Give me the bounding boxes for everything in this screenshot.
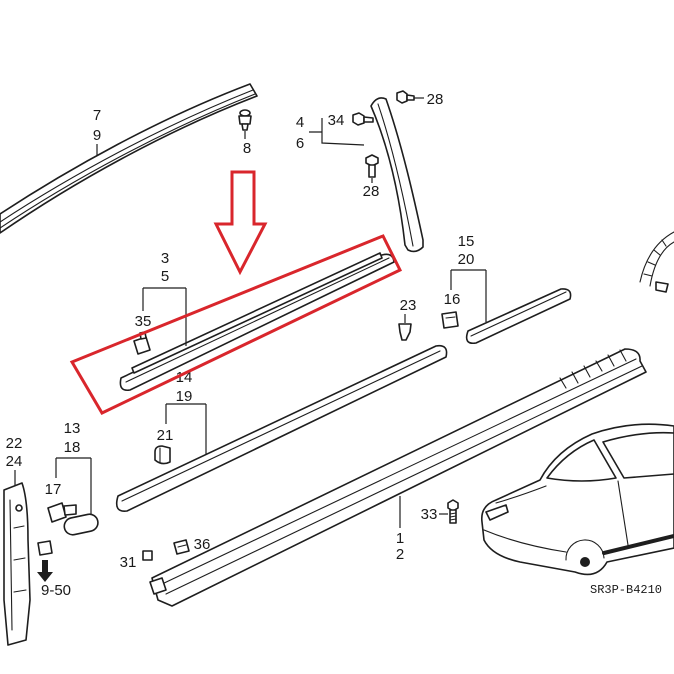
vehicle-locator — [480, 423, 674, 576]
callout-clip-36: 36 — [194, 536, 211, 553]
callout-clip-17: 17 — [45, 481, 62, 498]
arrow-down-outline-icon — [213, 170, 268, 276]
callout-fender-molding-b: 18 — [64, 439, 81, 456]
door-molding — [115, 344, 448, 513]
door-molding-leader — [165, 403, 207, 455]
callout-belt-molding-a: 3 — [161, 250, 169, 267]
rear-side-molding-leader — [450, 269, 487, 322]
callout-bolt-34: 34 — [328, 112, 345, 129]
callout-rear-side-molding-a: 15 — [458, 233, 475, 250]
roof-molding — [0, 83, 258, 234]
callout-clip-23: 23 — [400, 297, 417, 314]
callout-clip-8: 8 — [243, 140, 251, 157]
clip-36-icon — [173, 539, 190, 555]
callout-clip-16: 16 — [444, 291, 461, 308]
bolt-28-lower-icon — [365, 154, 379, 178]
highlight-box — [69, 234, 403, 415]
callout-bolt-33: 33 — [421, 506, 438, 523]
page-reference: 9-50 — [41, 582, 71, 599]
callout-sill-garnish-b: 2 — [396, 546, 404, 563]
callout-clip-31: 31 — [120, 554, 137, 571]
callout-bolt-28-upper: 28 — [427, 91, 444, 108]
arrow-down-icon — [37, 560, 53, 582]
callout-door-molding-b: 19 — [176, 388, 193, 405]
callout-roof-molding-a: 7 — [93, 107, 101, 124]
clip-16-icon — [441, 311, 459, 329]
fender-molding — [63, 513, 99, 536]
callout-pillar-molding-b: 6 — [296, 135, 304, 152]
belt-molding — [119, 252, 395, 392]
fender-molding-leader — [55, 457, 92, 514]
drawing-code: SR3P-B4210 — [590, 583, 662, 597]
callout-fender-molding-a: 13 — [64, 420, 81, 437]
callout-bolt-28-lower: 28 — [363, 183, 380, 200]
clip-17-icon — [47, 502, 77, 523]
callout-mudguard-a: 22 — [6, 435, 23, 452]
pillar-molding — [370, 97, 424, 253]
callout-sill-garnish-a: 1 — [396, 530, 404, 547]
callout-mudguard-b: 24 — [6, 453, 23, 470]
callout-clip-35: 35 — [135, 313, 152, 330]
clip-35-icon — [133, 331, 151, 355]
clip-21-icon — [154, 445, 171, 465]
bolt-33-icon — [447, 499, 459, 524]
callout-belt-molding-b: 5 — [161, 268, 169, 285]
mudguard-clip-icon — [37, 540, 53, 556]
callout-clip-21: 21 — [157, 427, 174, 444]
clip-31-icon — [142, 550, 153, 561]
callout-roof-molding-b: 9 — [93, 127, 101, 144]
clip-8-icon — [238, 109, 252, 131]
rear-side-molding — [465, 288, 572, 345]
callout-rear-side-molding-b: 20 — [458, 251, 475, 268]
sill-garnish — [149, 348, 647, 607]
callout-pillar-molding-a: 4 — [296, 114, 304, 131]
bolt-34-icon — [352, 112, 374, 126]
mudguard — [3, 482, 31, 646]
bolt-28-upper-icon — [396, 90, 415, 104]
wheel-arch-fragment — [639, 231, 674, 293]
pillar-molding-leader — [309, 118, 365, 146]
clip-23-icon — [398, 323, 412, 341]
